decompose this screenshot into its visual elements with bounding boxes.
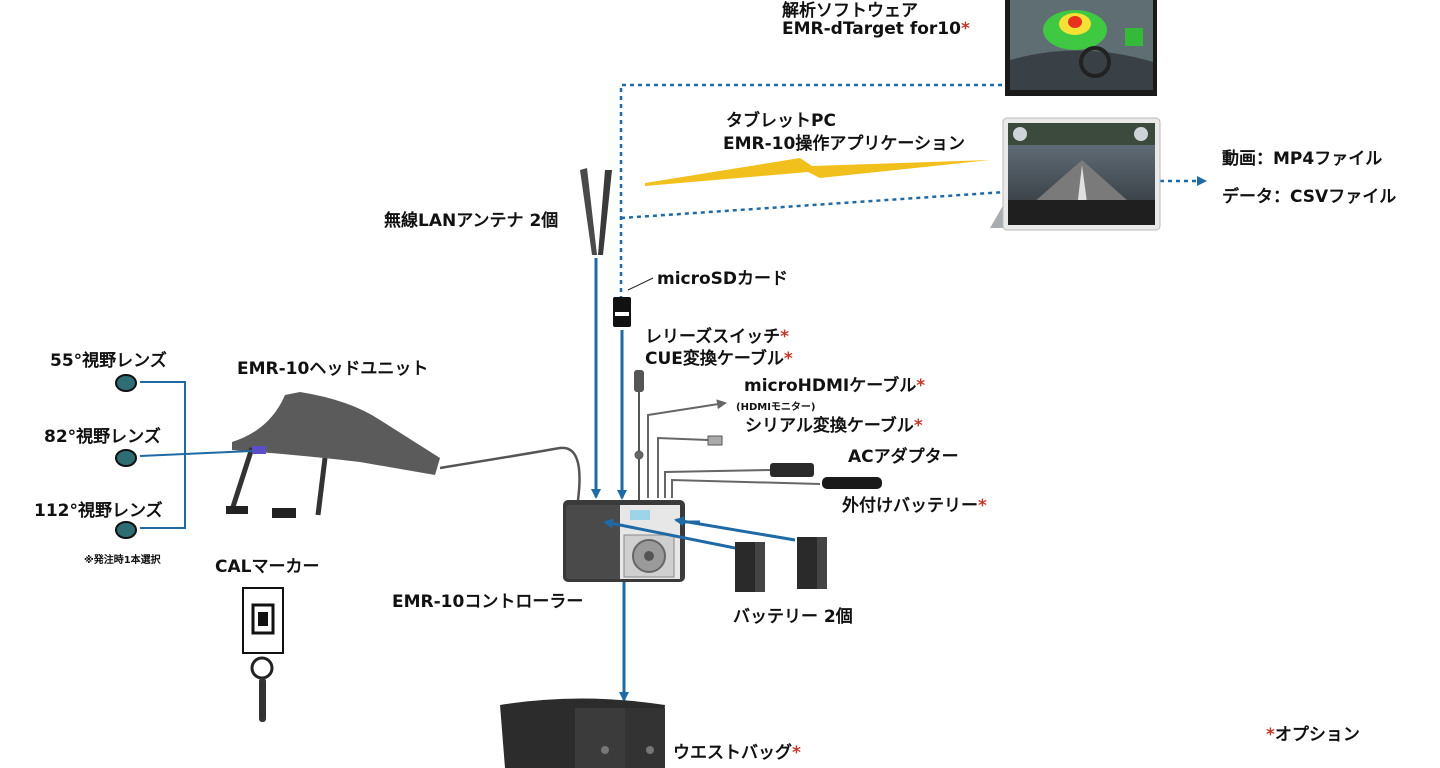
- waist-bag-label: ウエストバッグ*: [673, 743, 801, 763]
- controller-image: [563, 500, 685, 582]
- serial-connector-image: [707, 435, 723, 446]
- software-monitor-image: [1005, 0, 1157, 96]
- hdmi-monitor-note: (HDMIモニター): [736, 402, 816, 413]
- batteries-image: [735, 537, 827, 592]
- microsd-label: microSDカード: [657, 269, 789, 289]
- lens-bracket: [139, 381, 253, 529]
- microsd-image: [613, 297, 631, 327]
- cal-marker-image: [242, 587, 284, 722]
- software-label-1: 解析ソフトウェア: [782, 1, 918, 21]
- ac-adapter-label: ACアダプター: [848, 447, 959, 467]
- battery-arrow-top: [674, 516, 796, 542]
- wireless-bolt-icon: [645, 158, 990, 186]
- tablet-image: [990, 117, 1161, 231]
- antenna-label: 無線LANアンテナ 2個: [384, 211, 559, 231]
- output-video-label: 動画：MP4ファイル: [1222, 149, 1383, 169]
- cue-cable-label: CUE変換ケーブル*: [645, 349, 793, 369]
- software-label-2: EMR-dTarget for10*: [782, 19, 970, 39]
- wireless-links: [619, 83, 1207, 300]
- ext-battery-label: 外付けバッテリー*: [842, 496, 987, 516]
- output-data-label: データ：CSVファイル: [1222, 187, 1397, 207]
- cal-marker-label: CALマーカー: [215, 557, 320, 577]
- microsd-leader: [627, 277, 654, 291]
- head-unit-image: [226, 392, 440, 518]
- release-switch-image: [634, 370, 644, 500]
- ext-battery-image: [822, 477, 882, 489]
- waist-bag-image: [500, 698, 665, 768]
- head-unit-cable: [439, 446, 581, 501]
- lens-82-label: 82°視野レンズ: [44, 427, 161, 447]
- serial-cable-label: シリアル変換ケーブル*: [745, 416, 923, 436]
- release-switch-label: レリーズスイッチ*: [645, 327, 790, 347]
- batteries-label: バッテリー 2個: [733, 607, 853, 627]
- tablet-label-1: タブレットPC: [726, 111, 836, 131]
- battery-arrow-bottom: [603, 518, 736, 550]
- lens-55-label: 55°視野レンズ: [50, 351, 167, 371]
- lens-icons: [115, 374, 137, 539]
- option-legend: *オプション: [1266, 725, 1360, 745]
- antenna-image: [580, 168, 612, 255]
- controller-cables: [647, 399, 821, 498]
- tablet-label-2: EMR-10操作アプリケーション: [723, 134, 965, 154]
- ac-adapter-image: [770, 463, 814, 477]
- head-unit-label: EMR-10ヘッドユニット: [237, 359, 429, 379]
- lens-112-label: 112°視野レンズ: [34, 501, 163, 521]
- lens-order-note: ※発注時1本選択: [84, 555, 161, 566]
- micro-hdmi-label: microHDMIケーブル*: [744, 376, 926, 396]
- controller-label: EMR-10コントローラー: [392, 592, 584, 612]
